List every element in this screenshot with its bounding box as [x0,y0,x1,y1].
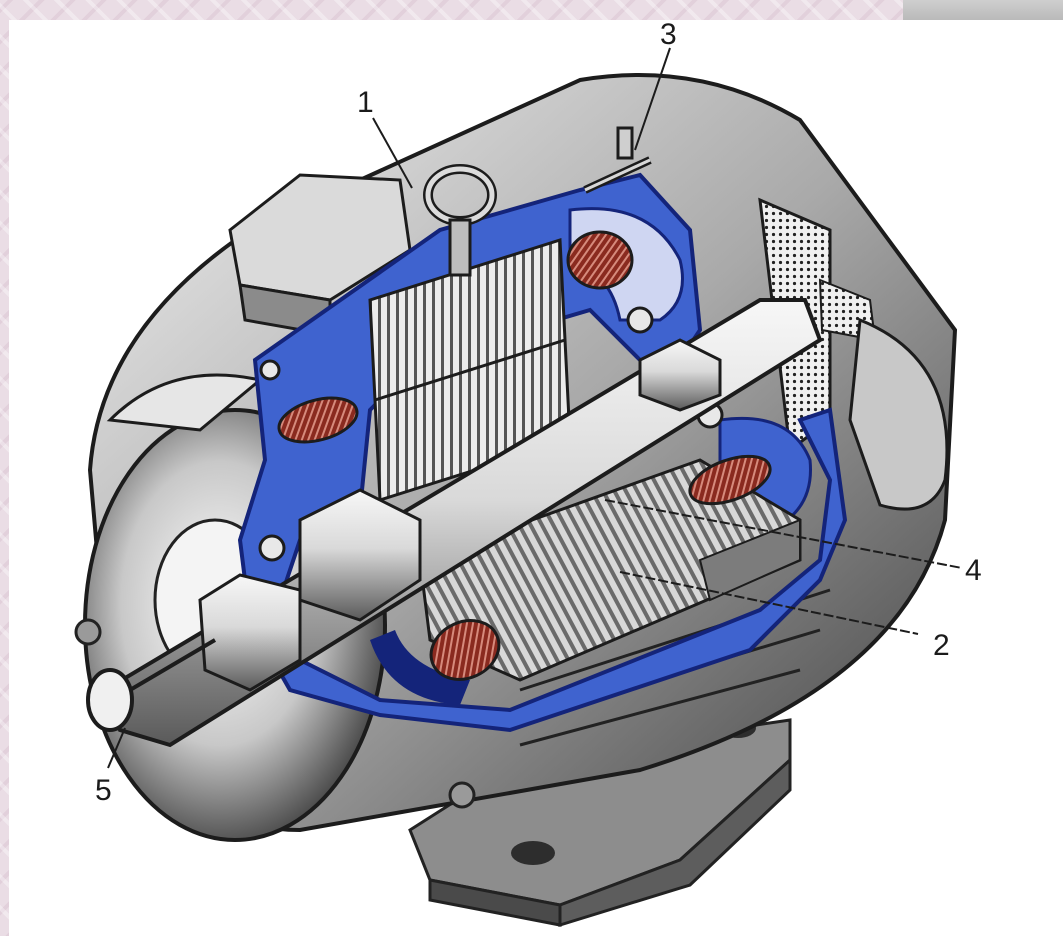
leader-3 [634,47,671,151]
leader-2 [619,571,919,635]
stator-windings [277,230,772,681]
mounting-base [408,718,792,928]
callout-label-1: 1 [357,86,374,119]
callout-leaders [107,47,963,769]
callout-label-2: 2 [933,629,950,662]
leader-5 [107,727,126,769]
rotor-core [418,458,802,682]
callout-label-3: 3 [660,18,677,51]
lifting-eye-bolt [423,164,497,277]
corner-tab [903,0,1063,22]
leader-1 [372,117,413,189]
motor-shaft [86,298,823,748]
callout-label-4: 4 [965,554,982,587]
callout-label-5: 5 [95,774,112,807]
terminal-screw [583,126,652,194]
leader-4 [604,499,963,569]
